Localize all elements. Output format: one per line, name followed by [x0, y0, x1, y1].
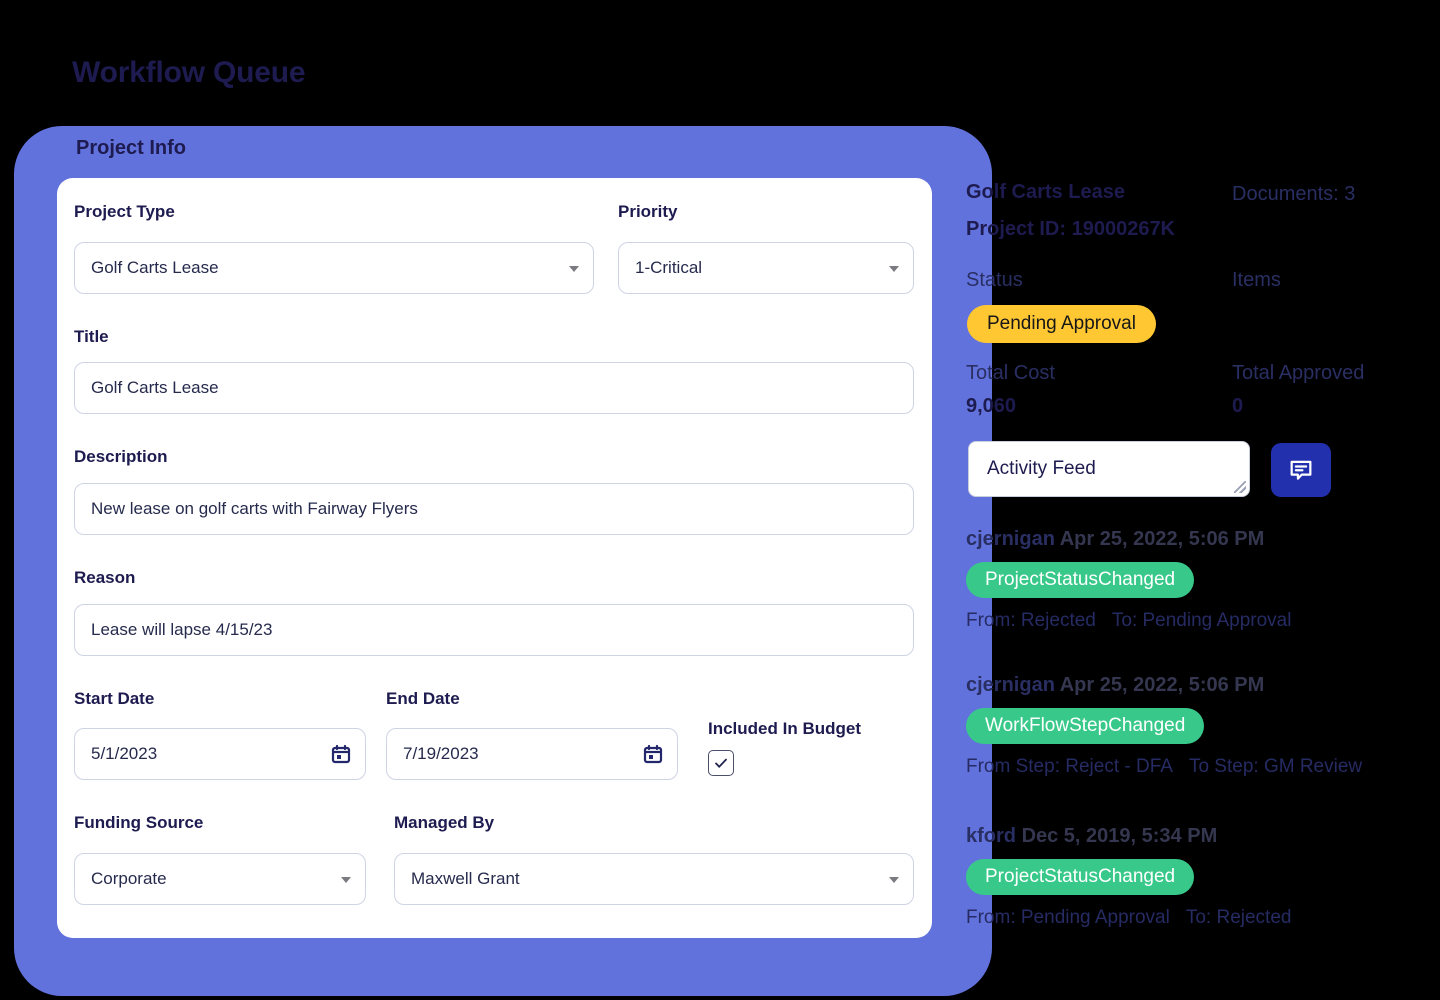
included-in-budget-label: Included In Budget: [708, 719, 861, 738]
resize-handle[interactable]: [1234, 481, 1246, 493]
priority-label: Priority: [618, 202, 678, 221]
activity-entry: cjernigan Apr 25, 2022, 5:06 PM ProjectS…: [966, 528, 1291, 632]
calendar-icon[interactable]: [331, 744, 351, 769]
activity-entry-from: From: Rejected: [966, 610, 1096, 631]
activity-feed-input[interactable]: Activity Feed: [968, 441, 1250, 497]
chevron-down-icon: [569, 266, 579, 272]
title-label: Title: [74, 327, 109, 346]
activity-entry-date: Apr 25, 2022, 5:06 PM: [1059, 528, 1265, 550]
activity-feed-submit-button[interactable]: [1271, 443, 1331, 497]
start-date-value: 5/1/2023: [91, 744, 158, 763]
detail-items-label: Items: [1232, 269, 1281, 291]
title-input[interactable]: Golf Carts Lease: [74, 362, 914, 414]
project-type-label: Project Type: [74, 202, 175, 221]
activity-entry-header: cjernigan Apr 25, 2022, 5:06 PM: [966, 528, 1291, 551]
funding-source-select[interactable]: Corporate: [74, 853, 366, 905]
title-value: Golf Carts Lease: [91, 378, 219, 397]
managed-by-label: Managed By: [394, 813, 495, 832]
priority-select[interactable]: 1-Critical: [618, 242, 914, 294]
start-date-input[interactable]: 5/1/2023: [74, 728, 366, 780]
description-input[interactable]: New lease on golf carts with Fairway Fly…: [74, 483, 914, 535]
detail-total-approved-label: Total Approved: [1232, 362, 1365, 384]
detail-total-cost-value: 9,060: [966, 395, 1017, 417]
project-type-select[interactable]: Golf Carts Lease: [74, 242, 594, 294]
end-date-input[interactable]: 7/19/2023: [386, 728, 678, 780]
activity-feed-input-value: Activity Feed: [987, 458, 1096, 479]
managed-by-select[interactable]: Maxwell Grant: [394, 853, 914, 905]
activity-entry: cjernigan Apr 25, 2022, 5:06 PM WorkFlow…: [966, 674, 1362, 778]
page-title: Workflow Queue: [72, 56, 306, 89]
comment-icon: [1290, 460, 1312, 480]
description-value: New lease on golf carts with Fairway Fly…: [91, 499, 418, 518]
detail-project-name: Golf Carts Lease: [966, 181, 1125, 203]
start-date-label: Start Date: [74, 689, 155, 708]
activity-entry-transition: From: Rejected To: Pending Approval: [966, 610, 1291, 632]
activity-entry-to: To: Pending Approval: [1111, 610, 1292, 631]
detail-total-approved-value: 0: [1232, 395, 1244, 417]
activity-entry-header: kford Dec 5, 2019, 5:34 PM: [966, 825, 1291, 848]
priority-value: 1-Critical: [635, 258, 703, 277]
end-date-label: End Date: [386, 689, 460, 708]
chevron-down-icon: [889, 266, 899, 272]
detail-documents-count: Documents: 3: [1232, 183, 1356, 205]
activity-entry-event-badge: WorkFlowStepChanged: [966, 708, 1205, 744]
activity-entry-event-badge: ProjectStatusChanged: [966, 562, 1195, 598]
activity-entry-header: cjernigan Apr 25, 2022, 5:06 PM: [966, 674, 1362, 697]
activity-entry: kford Dec 5, 2019, 5:34 PM ProjectStatus…: [966, 825, 1291, 929]
detail-status-label: Status: [966, 269, 1023, 291]
description-label: Description: [74, 447, 168, 466]
activity-entry-to: To Step: GM Review: [1188, 756, 1363, 777]
reason-label: Reason: [74, 568, 136, 587]
activity-entry-date: Apr 25, 2022, 5:06 PM: [1059, 674, 1265, 696]
detail-total-cost-label: Total Cost: [966, 362, 1055, 384]
status-badge: Pending Approval: [967, 305, 1156, 343]
project-type-value: Golf Carts Lease: [91, 258, 219, 277]
activity-entry-from: From Step: Reject - DFA: [966, 756, 1173, 777]
project-info-section-title: Project Info: [76, 137, 187, 159]
chevron-down-icon: [341, 877, 351, 883]
calendar-icon[interactable]: [643, 744, 663, 769]
activity-entry-transition: From: Pending Approval To: Rejected: [966, 907, 1291, 929]
included-in-budget-checkbox[interactable]: [708, 750, 734, 776]
end-date-value: 7/19/2023: [403, 744, 479, 763]
project-info-form-panel: [57, 178, 932, 938]
activity-entry-user: kford: [966, 825, 1022, 847]
reason-value: Lease will lapse 4/15/23: [91, 620, 273, 639]
detail-project-id: Project ID: 19000267K: [966, 218, 1176, 240]
activity-entry-user: cjernigan: [966, 674, 1060, 696]
activity-entry-event-badge: ProjectStatusChanged: [966, 859, 1195, 895]
activity-entry-to: To: Rejected: [1185, 907, 1292, 928]
check-icon: [715, 758, 727, 768]
activity-entry-user: cjernigan: [966, 528, 1060, 550]
funding-source-value: Corporate: [91, 869, 167, 888]
activity-entry-transition: From Step: Reject - DFA To Step: GM Revie…: [966, 756, 1362, 778]
managed-by-value: Maxwell Grant: [411, 869, 520, 888]
reason-input[interactable]: Lease will lapse 4/15/23: [74, 604, 914, 656]
chevron-down-icon: [889, 877, 899, 883]
activity-entry-from: From: Pending Approval: [966, 907, 1170, 928]
activity-entry-date: Dec 5, 2019, 5:34 PM: [1021, 825, 1218, 847]
funding-source-label: Funding Source: [74, 813, 204, 832]
